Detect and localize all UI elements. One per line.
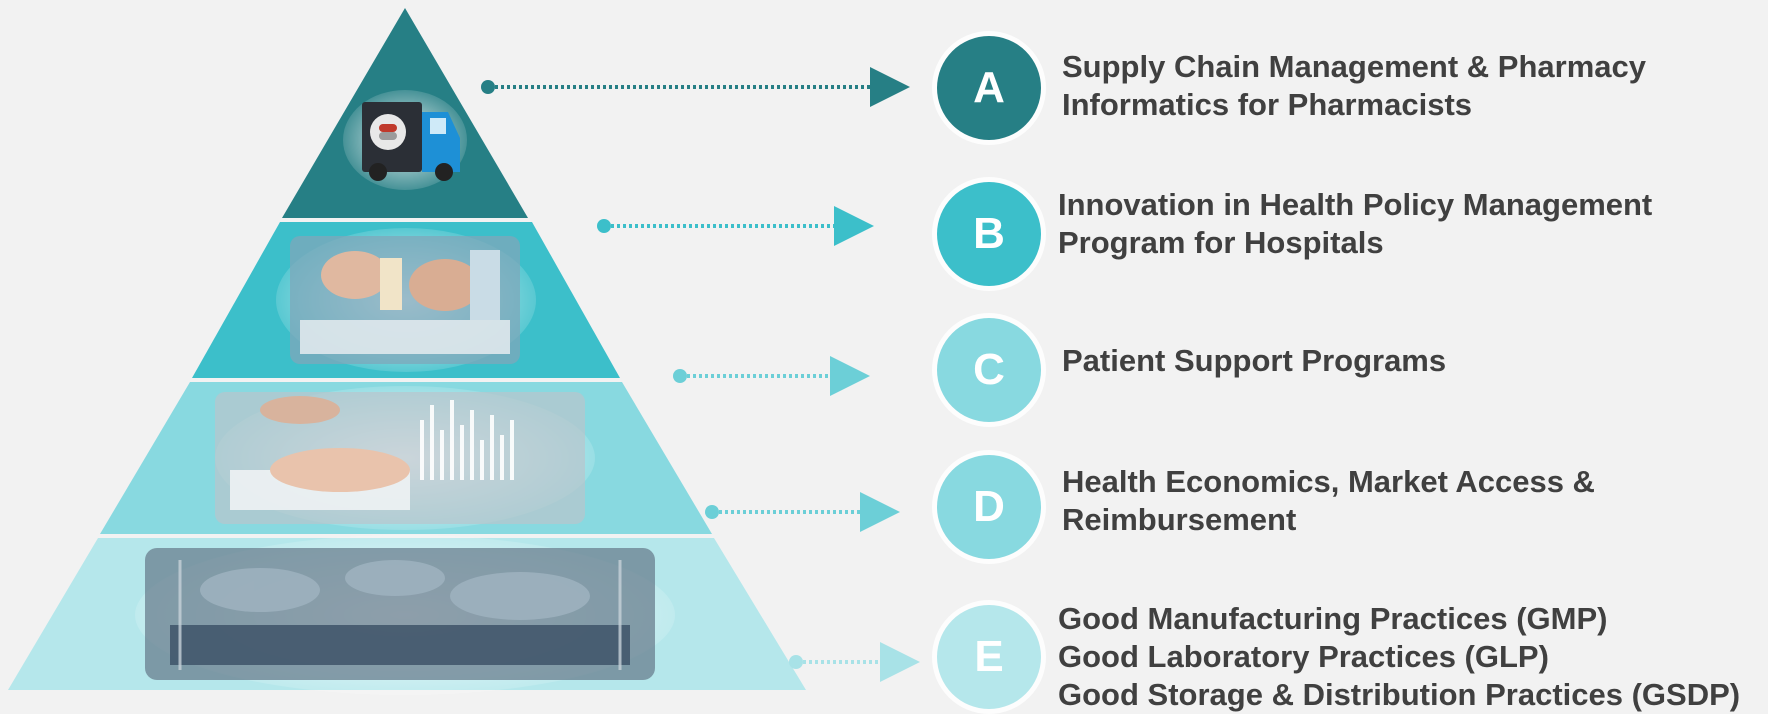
circle-e-letter: E: [974, 632, 1004, 681]
world-map-logistics-photo: [135, 535, 675, 695]
laboratory-photo: [276, 228, 536, 372]
connector-b: [597, 206, 874, 246]
item-e-line-2: Good Laboratory Practices (GLP): [1058, 639, 1549, 674]
item-b-line-2: Program for Hospitals: [1058, 225, 1384, 260]
connector-e: [789, 642, 920, 682]
connector-d: [705, 492, 900, 532]
analytics-tablet-photo: [215, 386, 595, 530]
pharmacy-truck-icon: [343, 90, 467, 190]
item-e-line-1: Good Manufacturing Practices (GMP): [1058, 601, 1608, 636]
connector-c: [673, 356, 870, 396]
circle-d: D: [937, 455, 1041, 559]
item-b-text: Innovation in Health Policy Management P…: [1058, 186, 1652, 262]
item-d-line-1: Health Economics, Market Access &: [1062, 464, 1595, 499]
circle-d-letter: D: [973, 482, 1005, 531]
item-a-line-2: Informatics for Pharmacists: [1062, 87, 1473, 122]
item-e-text: Good Manufacturing Practices (GMP) Good …: [1058, 600, 1740, 714]
item-a-line-1: Supply Chain Management & Pharmacy: [1062, 49, 1646, 84]
circle-c: C: [937, 318, 1041, 422]
item-c-text: Patient Support Programs: [1062, 342, 1446, 380]
item-b-line-1: Innovation in Health Policy Management: [1058, 187, 1653, 222]
circle-c-letter: C: [973, 345, 1005, 394]
circle-e: E: [937, 605, 1041, 709]
item-c-line-1: Patient Support Programs: [1062, 343, 1447, 378]
item-d-line-2: Reimbursement: [1062, 502, 1297, 537]
circle-a: A: [937, 36, 1041, 140]
item-e-line-3: Good Storage & Distribution Practices (G…: [1058, 677, 1741, 712]
item-a-text: Supply Chain Management & Pharmacy Infor…: [1062, 48, 1646, 124]
connector-a: [481, 67, 910, 107]
circle-a-letter: A: [973, 63, 1005, 112]
circle-b: B: [937, 182, 1041, 286]
circle-b-letter: B: [973, 209, 1005, 258]
item-d-text: Health Economics, Market Access & Reimbu…: [1062, 463, 1595, 539]
